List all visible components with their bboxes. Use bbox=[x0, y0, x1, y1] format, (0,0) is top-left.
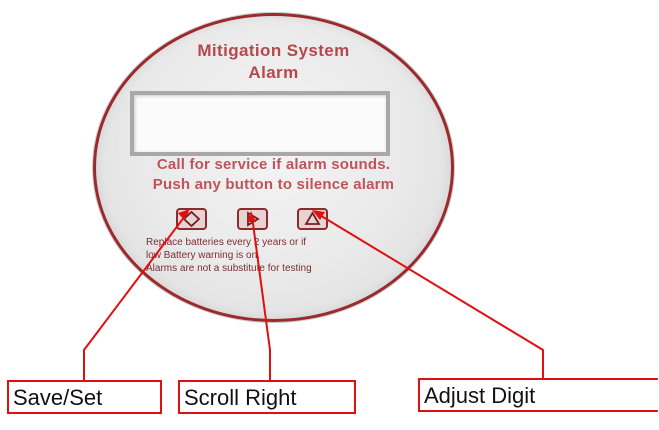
diamond-icon bbox=[182, 210, 201, 228]
adjust-digit-arrowhead bbox=[312, 210, 325, 220]
scroll-right-leader bbox=[251, 215, 271, 380]
instruction-line2: Push any button to silence alarm bbox=[152, 176, 395, 193]
notice-line2: low Battery warning is on. bbox=[146, 250, 260, 261]
save-set-leader bbox=[83, 211, 189, 380]
save-set-arrowhead bbox=[178, 209, 190, 220]
scroll-right-arrowhead bbox=[247, 211, 256, 222]
triangle-up-icon bbox=[304, 211, 321, 225]
notice-line3: Alarms are not a substitute for testing bbox=[146, 263, 312, 274]
panel-title-line2: Alarm bbox=[248, 63, 299, 82]
alarm-faceplate: Mitigation System Alarm Call for service… bbox=[93, 13, 454, 322]
callout-save-set: Save/Set bbox=[7, 380, 162, 414]
notice-line1: Replace batteries every 2 years or if bbox=[146, 237, 307, 248]
panel-title-line1: Mitigation System bbox=[197, 41, 350, 60]
callout-scroll-right: Scroll Right bbox=[178, 380, 356, 414]
lcd-display-window bbox=[130, 91, 390, 156]
callout-adjust-digit: Adjust Digit bbox=[418, 378, 658, 412]
adjust-digit-leader bbox=[317, 213, 544, 378]
instruction-line1: Call for service if alarm sounds. bbox=[156, 156, 391, 173]
